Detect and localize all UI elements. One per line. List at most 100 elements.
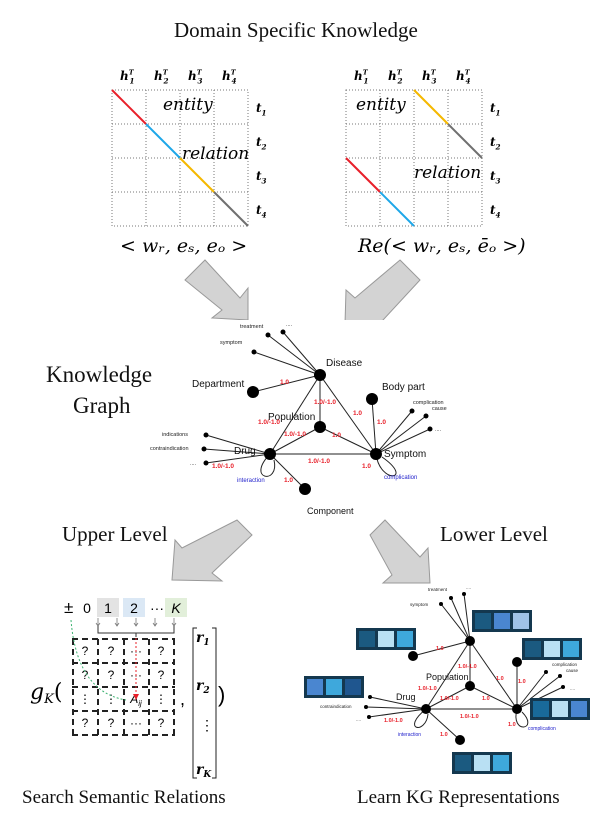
matrix-cell: ? <box>82 716 89 730</box>
adjacency-grid <box>72 638 175 736</box>
diag-segment-gray <box>213 191 249 227</box>
embedding-cell <box>513 613 529 629</box>
leaf-label-ellipsis: .... <box>435 427 442 433</box>
edge-label: 1.0 <box>482 696 490 702</box>
self-loop-complication: complication <box>528 726 556 732</box>
node-body-part <box>512 657 522 667</box>
node-drug <box>264 448 276 460</box>
leaf-label-contraindication: contraindication <box>320 704 352 709</box>
node-disease <box>465 636 475 646</box>
node-population <box>314 421 326 433</box>
embedding-cell <box>493 755 509 771</box>
open-paren: ( <box>54 680 63 705</box>
down-arrow-icon <box>152 618 158 627</box>
arrows-bottom <box>171 519 431 584</box>
vector-bracket-left <box>192 627 197 779</box>
leaf-label-ellipsis: .... <box>466 585 471 590</box>
down-arrow-icon <box>171 618 177 627</box>
matrix-cell: ? <box>108 716 115 730</box>
node-symptom <box>512 704 522 714</box>
title-search-semantic-relations: Search Semantic Relations <box>22 787 226 808</box>
edge-label: 1.0 <box>284 477 293 484</box>
embedding-cell <box>474 755 490 771</box>
label-body-part: Body part <box>382 382 425 393</box>
embedding-cell <box>544 641 560 657</box>
node-body-part <box>366 393 378 405</box>
embedding-cell <box>345 679 361 695</box>
edge-label: 1.0/-1.0 <box>308 458 330 465</box>
green-search-arrow <box>70 619 127 701</box>
knowledge-graph: treatment .... symptom indications contr… <box>150 322 447 516</box>
down-arrow-icon <box>114 618 120 627</box>
embedding-cell <box>571 701 587 717</box>
embedding-cell <box>525 641 541 657</box>
matrix-cell: ⋮ <box>79 692 91 706</box>
func-g: gK( <box>30 680 62 707</box>
leaf-label-treatment: treatment <box>240 324 264 330</box>
edge-label: 1.0 <box>280 379 289 386</box>
index-label: ··· <box>150 600 164 616</box>
edge-label: 1.0 <box>508 722 516 728</box>
relation-label: relation <box>182 144 249 164</box>
leaf-label-ellipsis: .... <box>356 717 361 722</box>
embedding-cell <box>307 679 323 695</box>
edge-label: 1.0 <box>496 676 504 682</box>
arrow-down-right-icon <box>184 259 249 320</box>
matrix-cell: ? <box>108 668 115 682</box>
formula-right: Re(< wᵣ, eₛ, ēₒ >) <box>357 235 526 257</box>
diag-segment-gray <box>447 123 483 159</box>
embedding-cell <box>533 701 549 717</box>
matrix-cell: ··· <box>130 716 142 730</box>
row-header-t4: t4 <box>490 203 501 220</box>
embedding-cell <box>359 631 375 647</box>
row-header-t4: t4 <box>256 203 267 220</box>
leaf-label-indications: indications <box>162 432 188 438</box>
sign-plus-minus: ± <box>64 598 73 617</box>
node-department <box>247 386 259 398</box>
embedding-cell <box>552 701 568 717</box>
index-bracket <box>97 626 175 637</box>
entity-label: entity <box>163 95 213 115</box>
title-upper-level: Upper Level <box>62 522 168 546</box>
leaf-label-ellipsis: .... <box>190 461 197 467</box>
arrows-top <box>184 259 421 320</box>
edge-label: 1.0 <box>440 732 448 738</box>
leaf-label-complication: complication <box>413 400 444 406</box>
label-population: Population <box>268 412 315 423</box>
vector-bracket-right <box>212 627 217 779</box>
label-disease: Disease <box>326 358 363 369</box>
matrix-cell: ? <box>158 716 165 730</box>
edge-label: 1.0/-1.0 <box>212 463 234 470</box>
vector-item-r1: r1 <box>196 630 210 648</box>
vector-item-rK: rK <box>196 762 212 780</box>
embedding-body-part <box>522 638 582 660</box>
red-arrowhead-icon <box>133 694 139 700</box>
edge-label: 1.0/-1.0 <box>460 714 479 720</box>
self-loop-interaction: interaction <box>398 732 421 738</box>
node-component <box>299 483 311 495</box>
row-header-t3: t3 <box>490 169 501 186</box>
label-component: Component <box>307 506 354 516</box>
graph-edges <box>203 331 431 490</box>
edge-label: 1.0 <box>377 419 386 426</box>
label-drug: Drug <box>234 446 256 457</box>
matrix-cell: ? <box>82 644 89 658</box>
leaf-label-symptom: symptom <box>410 602 429 607</box>
label-symptom: Symptom <box>384 449 426 460</box>
edge-label: 1.0/-1.0 <box>418 686 437 692</box>
matrix-cell: ? <box>158 668 165 682</box>
kg-representations: treatment .... symptom contraindication … <box>304 585 590 774</box>
embedding-cell <box>563 641 579 657</box>
embedding-department <box>356 628 416 650</box>
embedding-symptom <box>530 698 590 720</box>
diag-segment-red <box>111 89 147 125</box>
